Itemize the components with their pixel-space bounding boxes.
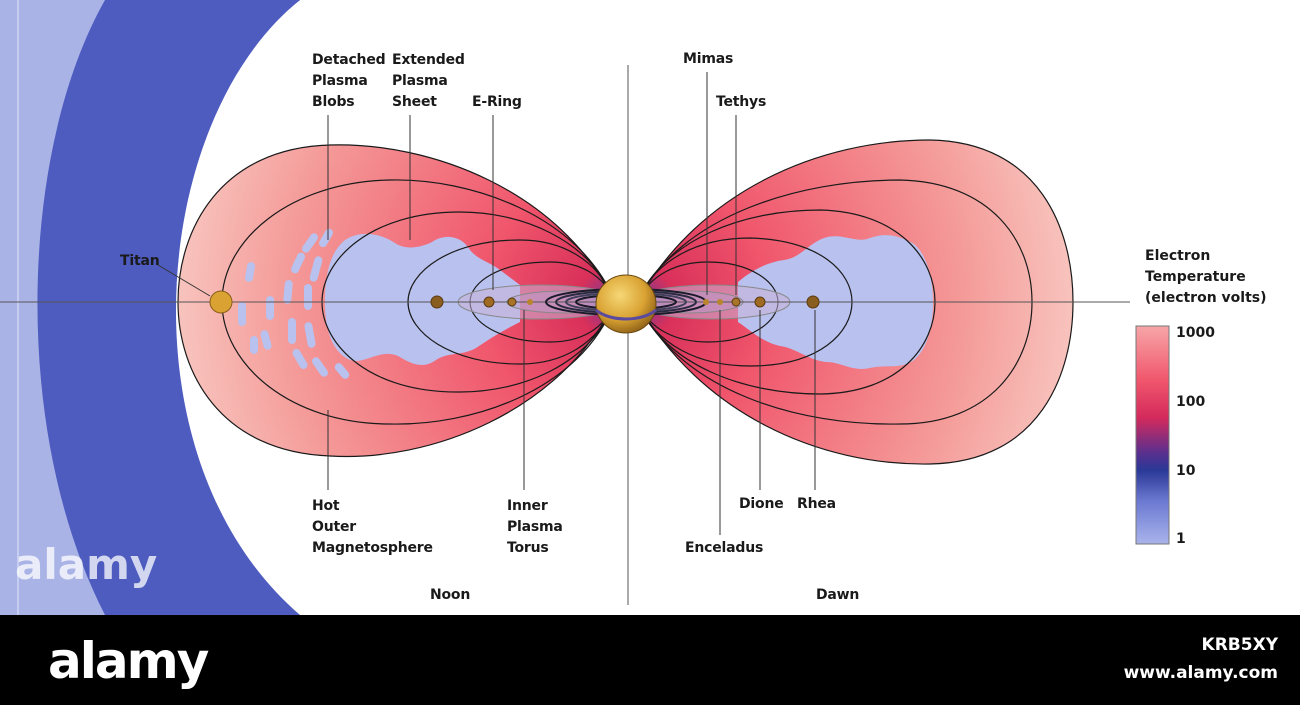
noon-cool-region xyxy=(325,233,520,365)
moon-tethys-noon xyxy=(507,297,517,307)
watermark-url: www.alamy.com xyxy=(1123,663,1278,683)
scale-tick-100: 100 xyxy=(1176,394,1206,410)
scale-tick-1: 1 xyxy=(1176,531,1186,547)
leader-lines xyxy=(157,72,816,535)
scale-tick-1000: 1000 xyxy=(1176,325,1215,341)
magnetopause-band xyxy=(37,0,300,615)
label-dione: Dione xyxy=(739,496,784,512)
moon-tethys-dawn xyxy=(731,297,741,307)
watermark-footer: alamy KRB5XY www.alamy.com xyxy=(0,615,1300,705)
diagram-graphics xyxy=(0,0,1170,615)
label-tethys: Tethys xyxy=(716,94,767,110)
label-titan: Titan xyxy=(120,253,160,269)
moon-dione-noon xyxy=(483,296,495,308)
saturn xyxy=(595,274,657,334)
watermark-brand-left: alamy xyxy=(15,540,158,589)
moon-rhea-dawn xyxy=(806,295,820,309)
label-mimas: Mimas xyxy=(683,51,734,67)
image-code: KRB5XY xyxy=(1201,635,1278,655)
scale-tick-10: 10 xyxy=(1176,463,1196,479)
label-noon: Noon xyxy=(430,587,471,603)
moon-dione-dawn xyxy=(754,296,766,308)
moon-enceladus-noon xyxy=(527,299,533,305)
label-enceladus: Enceladus xyxy=(685,540,764,556)
watermark-logo: alamy xyxy=(48,632,209,690)
label-rhea: Rhea xyxy=(797,496,836,512)
moon-enceladus-dawn xyxy=(717,299,723,305)
moon-mimas-dawn xyxy=(703,299,709,305)
temperature-scale-bar xyxy=(1135,325,1170,545)
label-e-ring: E-Ring xyxy=(472,94,522,110)
moon-rhea-noon xyxy=(430,295,444,309)
label-dawn: Dawn xyxy=(816,587,860,603)
moon-titan xyxy=(209,290,233,314)
